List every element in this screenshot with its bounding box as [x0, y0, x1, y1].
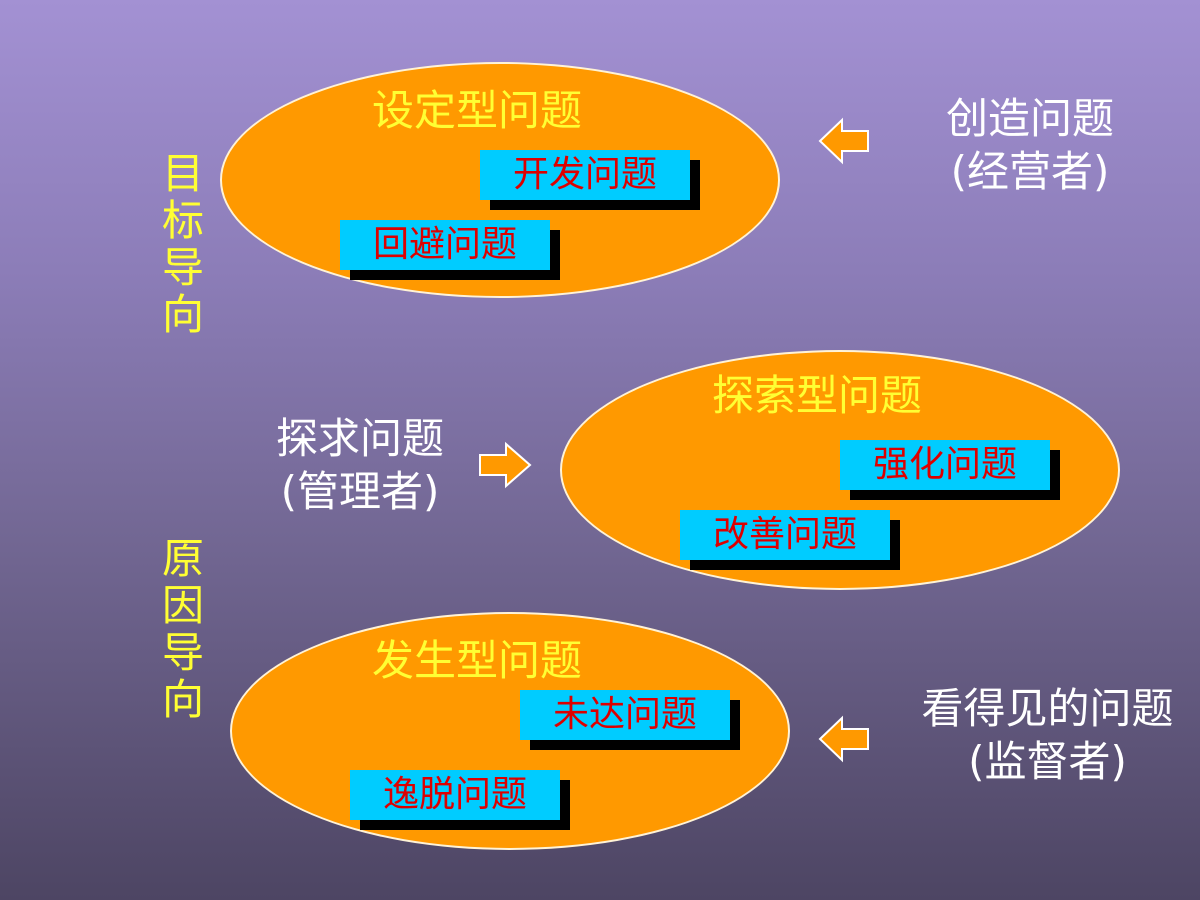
set-type-title: 设定型问题 — [372, 86, 583, 135]
operator-line: (经营者) — [950, 146, 1110, 196]
arrow-left-icon — [818, 117, 869, 165]
visible-problem-line: 看得见的问题 — [921, 684, 1174, 733]
supervisor-line: (监督者) — [968, 736, 1127, 786]
explore-problem-text: 探求问题 (管理者) — [240, 413, 480, 518]
deviation-problem-tag: 逸脱问题 — [350, 770, 560, 820]
explore-type-title: 探索型问题 — [712, 371, 923, 420]
explore-problem-line: 探求问题 — [275, 414, 444, 463]
target-orientation-label: 目标导向 — [161, 149, 204, 340]
creative-problem-text: 创造问题 (经营者) — [905, 93, 1155, 198]
arrow-right-icon — [479, 441, 532, 489]
cause-orientation-label: 原因导向 — [161, 534, 204, 725]
manager-line: (管理者) — [280, 466, 440, 516]
improvement-problem-tag: 改善问题 — [680, 510, 890, 560]
creative-problem-line: 创造问题 — [945, 94, 1114, 143]
avoidance-problem-tag: 回避问题 — [340, 220, 550, 270]
unmet-problem-tag: 未达问题 — [520, 690, 730, 740]
strengthen-problem-tag: 强化问题 — [840, 440, 1050, 490]
occur-type-title: 发生型问题 — [372, 636, 583, 685]
visible-problem-text: 看得见的问题 (监督者) — [900, 683, 1195, 788]
arrow-left-icon — [818, 715, 869, 763]
development-problem-tag: 开发问题 — [480, 150, 690, 200]
